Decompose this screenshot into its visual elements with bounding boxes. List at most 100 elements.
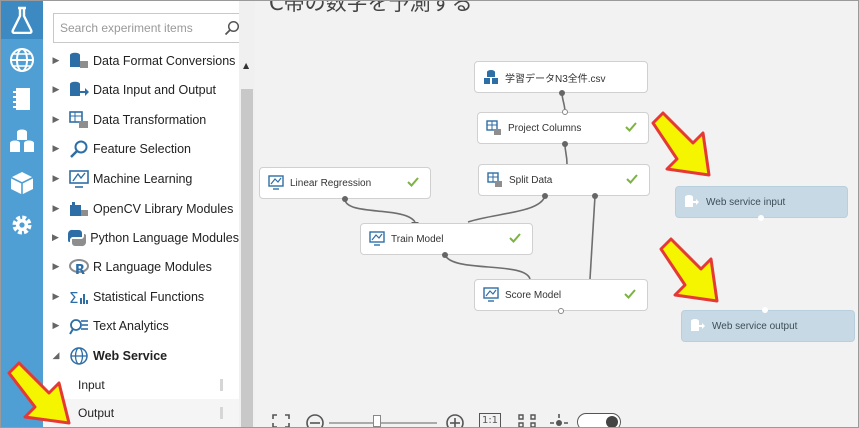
output-port[interactable] — [442, 252, 448, 258]
split-data-icon — [487, 172, 503, 188]
chevron-right-icon: ▶ — [52, 85, 60, 95]
search-box — [53, 13, 247, 43]
rail-notebooks-button[interactable] — [1, 80, 43, 118]
actual-size-button[interactable]: 1:1 — [479, 413, 501, 427]
category-web-service[interactable]: ◢ Web Service — [43, 342, 239, 370]
module-train-model[interactable]: Train Model — [360, 223, 533, 255]
edge-split-data-to-score-model — [589, 195, 596, 280]
pan-icon[interactable] — [549, 413, 569, 428]
module-score-model[interactable]: Score Model — [474, 279, 648, 311]
datasets-icon — [10, 129, 34, 152]
checkmark-icon — [625, 122, 637, 132]
module-label: Project Columns — [508, 122, 582, 134]
category-text-analytics[interactable]: ▶ Text Analytics — [43, 312, 239, 340]
category-statistical-functions[interactable]: ▶ Σ Statistical Functions — [43, 283, 239, 311]
category-data-format-conversions[interactable]: ▶ Data Format Conversions — [43, 47, 239, 75]
output-port-right[interactable] — [592, 193, 598, 199]
callout-arrow-icon — [659, 237, 719, 303]
checkmark-icon — [626, 174, 638, 184]
module-label: Split Data — [509, 174, 553, 186]
output-port[interactable] — [562, 141, 568, 147]
output-port[interactable] — [758, 215, 764, 221]
edge-train-model-to-score-model — [444, 254, 531, 280]
category-machine-learning[interactable]: ▶ Machine Learning — [43, 165, 239, 193]
zoom-in-icon[interactable] — [445, 413, 465, 428]
output-port[interactable] — [559, 90, 565, 96]
rail-datasets-button[interactable] — [1, 122, 43, 160]
checkmark-icon — [624, 289, 636, 299]
output-port[interactable] — [342, 196, 348, 202]
module-label: Score Model — [505, 289, 562, 301]
chevron-right-icon: ▶ — [52, 262, 60, 272]
zoom-slider-track[interactable] — [329, 422, 437, 424]
scroll-up-icon[interactable]: ▲ — [243, 61, 250, 70]
category-label: Data Transformation — [93, 113, 207, 127]
chevron-right-icon: ▶ — [52, 174, 60, 184]
chevron-right-icon: ▶ — [52, 321, 60, 331]
module-label: 学習データN3全件.csv — [505, 73, 606, 85]
category-label: Data Input and Output — [93, 83, 217, 97]
chevron-right-icon: ▶ — [52, 204, 60, 214]
module-palette: ▶ Data Format Conversions ▶ Data Input a… — [43, 1, 255, 427]
machine-learning-icon — [369, 231, 385, 247]
zoom-out-icon[interactable] — [305, 413, 325, 428]
module-web-service-input[interactable]: Input — [43, 371, 239, 399]
edge-split-data-to-train-model — [467, 195, 546, 223]
experiment-canvas[interactable]: C帯の数字を予測する 学習データN3全件.c — [255, 1, 858, 428]
module-split-data[interactable]: Split Data — [478, 164, 650, 196]
machine-learning-icon — [483, 287, 499, 303]
input-port[interactable] — [762, 307, 768, 313]
module-web-service-output[interactable]: Output — [43, 399, 239, 427]
auto-layout-icon[interactable] — [517, 413, 537, 428]
drag-handle[interactable] — [220, 379, 223, 391]
rail-experiments-button[interactable] — [1, 1, 43, 39]
scrollbar-thumb[interactable] — [241, 89, 253, 427]
category-data-input-output[interactable]: ▶ Data Input and Output — [43, 76, 239, 104]
category-label: Data Format Conversions — [93, 54, 236, 68]
module-dataset[interactable]: 学習データN3全件.csv — [474, 61, 648, 93]
output-port-left[interactable] — [542, 193, 548, 199]
category-python[interactable]: ▶ Python Language Modules — [43, 224, 239, 252]
category-opencv[interactable]: ▶ OpenCV Library Modules — [43, 195, 239, 223]
module-label: Train Model — [391, 233, 444, 245]
checkmark-icon — [407, 177, 419, 187]
module-project-columns[interactable]: Project Columns — [477, 112, 649, 144]
chevron-right-icon: ▶ — [52, 144, 60, 154]
module-label: Web service input — [706, 196, 786, 208]
left-nav-rail — [1, 1, 43, 427]
svg-text:Σ: Σ — [69, 289, 78, 306]
chevron-down-icon: ◢ — [52, 351, 60, 361]
python-icon — [64, 227, 90, 249]
experiment-title[interactable]: C帯の数字を予測する — [269, 1, 473, 15]
module-linear-regression[interactable]: Linear Regression — [259, 167, 431, 199]
minimap-toggle[interactable] — [577, 413, 621, 427]
category-r-language[interactable]: ▶ R R Language Modules — [43, 253, 239, 281]
checkmark-icon — [509, 233, 521, 243]
chevron-right-icon: ▶ — [52, 292, 60, 302]
module-web-service-input[interactable]: Web service input — [675, 186, 848, 218]
machine-learning-icon — [65, 168, 93, 190]
category-feature-selection[interactable]: ▶ Feature Selection — [43, 135, 239, 163]
module-web-service-output[interactable]: Web service output — [681, 310, 855, 342]
rail-settings-button[interactable] — [1, 206, 43, 244]
search-icon[interactable] — [224, 20, 240, 36]
rail-trained-models-button[interactable] — [1, 164, 43, 202]
module-label: Output — [78, 406, 115, 420]
search-input[interactable] — [54, 14, 222, 42]
palette-scrollbar[interactable]: ▲ — [239, 1, 255, 427]
chevron-right-icon: ▶ — [52, 56, 60, 66]
module-label: Linear Regression — [290, 177, 372, 189]
rail-web-services-button[interactable] — [1, 41, 43, 79]
fit-to-screen-icon[interactable] — [271, 413, 291, 428]
category-data-transformation[interactable]: ▶ Data Transformation — [43, 106, 239, 134]
svg-text:R: R — [75, 263, 85, 276]
output-port[interactable] — [558, 308, 564, 314]
connection-lines — [344, 91, 596, 283]
notebook-icon — [13, 88, 30, 110]
zoom-slider-thumb[interactable] — [373, 415, 381, 427]
r-icon: R — [65, 256, 93, 278]
feature-selection-icon — [65, 138, 93, 160]
input-port[interactable] — [562, 109, 568, 115]
drag-handle[interactable] — [220, 407, 223, 419]
